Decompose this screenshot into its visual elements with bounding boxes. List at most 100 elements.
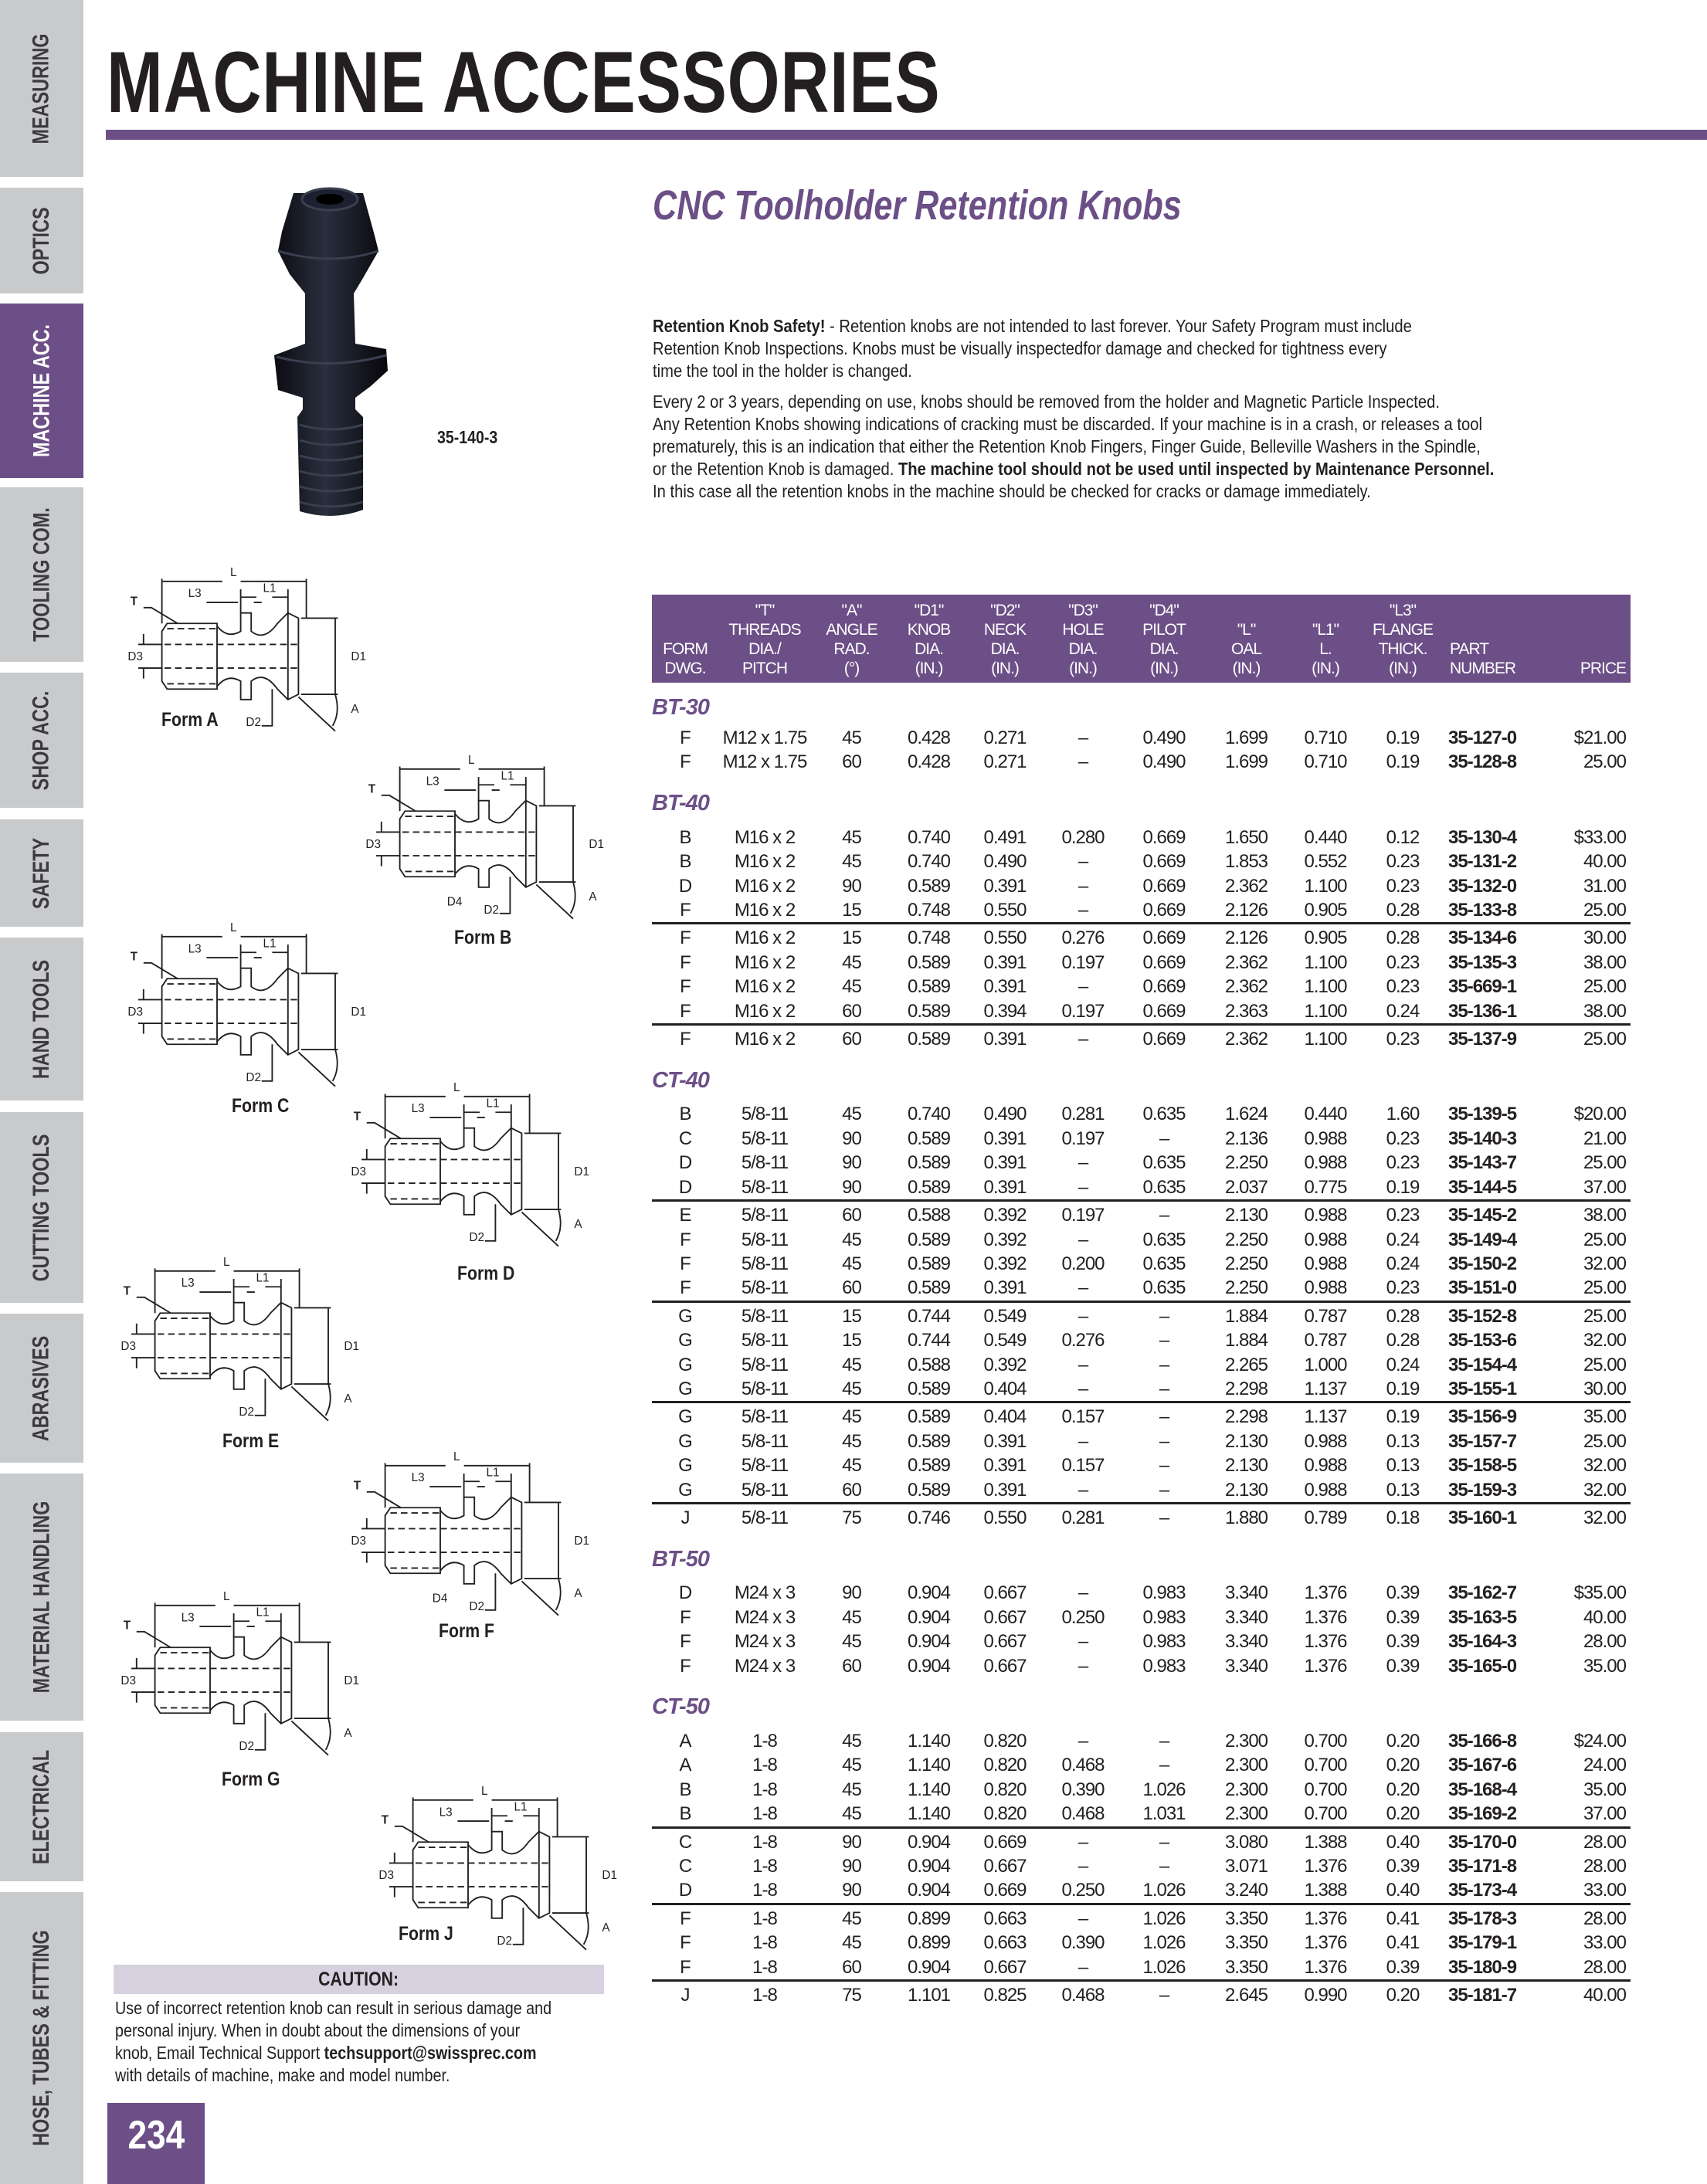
cell-d1: 0.904 <box>892 1826 965 1855</box>
dimension-label-d3: D3 <box>120 1674 136 1687</box>
cell-price: 37.00 <box>1583 1803 1627 1825</box>
cell-l3: 0.19 <box>1386 727 1420 748</box>
sidebar-tab-measuring[interactable]: MEASURING <box>0 0 83 177</box>
cell-d3: 0.197 <box>1061 1000 1105 1022</box>
cell-d1: 0.904 <box>907 1655 951 1677</box>
sidebar-tab-material-handling[interactable]: MATERIAL HANDLING <box>0 1474 83 1721</box>
cell-d2: 0.391 <box>983 1128 1027 1149</box>
cell-angle: 90 <box>842 1152 862 1174</box>
cell-d4: – <box>1122 1401 1206 1429</box>
cell-l: 3.071 <box>1224 1856 1268 1877</box>
cell-part: 35-153-6 <box>1448 1330 1517 1351</box>
header-line: FORM <box>663 640 708 658</box>
cell-angle: 45 <box>842 1606 862 1628</box>
cell-form: F <box>680 1000 691 1022</box>
sidebar-tab-shop-acc[interactable]: SHOP ACC. <box>0 673 83 808</box>
sidebar-tab-hand-tools[interactable]: HAND TOOLS <box>0 938 83 1100</box>
cell-d3: – <box>1077 1229 1088 1250</box>
cell-l1: 0.988 <box>1304 1277 1347 1299</box>
header-line: FLANGE <box>1372 621 1434 639</box>
cell-l: 2.363 <box>1224 1000 1268 1022</box>
dimension-label-l1: L1 <box>256 1271 270 1284</box>
cell-thread: 1-8 <box>718 1826 811 1855</box>
cell-l3: 0.39 <box>1386 1856 1420 1877</box>
cell-d2: 0.663 <box>965 1902 1044 1931</box>
cell-l3: 0.12 <box>1386 826 1420 848</box>
cell-d1: 0.904 <box>907 1606 951 1628</box>
cell-l3: 0.39 <box>1386 1655 1420 1677</box>
cell-l3: 0.40 <box>1365 1826 1441 1855</box>
cell-d3: – <box>1044 1300 1122 1329</box>
cell-part: 35-131-2 <box>1448 851 1517 873</box>
cell-d3: 0.200 <box>1061 1253 1105 1274</box>
header-line: NECK <box>983 621 1027 639</box>
cell-part: 35-135-3 <box>1448 951 1517 973</box>
form-label: Form F <box>439 1620 495 1642</box>
cell-angle: 45 <box>842 1378 862 1399</box>
support-email-link[interactable]: techsupport@swissprec.com <box>324 2043 537 2063</box>
header-line: "D1" <box>914 602 945 619</box>
cell-form: F <box>680 1655 691 1677</box>
sidebar-tab-electrical[interactable]: ELECTRICAL <box>0 1732 83 1881</box>
cell-d2: 0.667 <box>983 1956 1027 1978</box>
tab-label: SHOP ACC. <box>29 690 54 790</box>
cell-d1: 0.589 <box>907 1455 951 1477</box>
cell-price: 25.00 <box>1537 1300 1631 1329</box>
cell-thread: 1-8 <box>718 1979 811 2008</box>
sidebar-tab-machine-acc[interactable]: MACHINE ACC. <box>0 304 83 478</box>
sidebar-tab-optics[interactable]: OPTICS <box>0 188 83 293</box>
dimension-label-d3: D3 <box>127 1006 143 1019</box>
cell-l: 1.853 <box>1224 851 1268 873</box>
cell-d1: 0.589 <box>907 1128 951 1149</box>
cell-d2: 0.391 <box>983 1430 1027 1452</box>
cell-d4: 0.983 <box>1142 1631 1186 1653</box>
cell-price: 30.00 <box>1583 1378 1627 1399</box>
cell-angle: 60 <box>842 1000 862 1022</box>
section-heading: BT-40 <box>652 791 710 816</box>
sidebar-tab-abrasives[interactable]: ABRASIVES <box>0 1314 83 1463</box>
sidebar-tab-tooling-com[interactable]: TOOLING COM. <box>0 487 83 662</box>
cell-angle: 45 <box>842 951 862 973</box>
cell-l3: 0.23 <box>1365 1199 1441 1228</box>
cell-angle: 60 <box>842 1479 862 1501</box>
cell-d3: – <box>1077 1354 1088 1375</box>
dimension-label-l3: L3 <box>188 587 202 600</box>
cell-d1: 0.589 <box>892 1401 965 1429</box>
sidebar-tab-hose-tubes-fitting[interactable]: HOSE, TUBES & FITTING <box>0 1892 83 2184</box>
sidebar-tab-cutting-tools[interactable]: CUTTING TOOLS <box>0 1112 83 1303</box>
cell-l3: 0.20 <box>1386 1755 1420 1776</box>
cell-d4: 0.635 <box>1142 1176 1186 1198</box>
cell-price: $35.00 <box>1573 1582 1627 1604</box>
cell-d2: 0.490 <box>983 1104 1027 1125</box>
dimension-label-d1: D1 <box>602 1869 617 1882</box>
cell-d2: 0.669 <box>965 1826 1044 1855</box>
sidebar-tab-safety[interactable]: SAFETY <box>0 819 83 927</box>
cell-part: 35-166-8 <box>1448 1731 1517 1752</box>
cell-d4: 0.669 <box>1142 826 1186 848</box>
cell-d4: 0.669 <box>1142 851 1186 873</box>
cell-angle: 90 <box>842 1856 862 1877</box>
cell-price: 25.00 <box>1583 900 1627 921</box>
cell-d1: 0.589 <box>907 875 951 897</box>
cell-part: 35-669-1 <box>1448 976 1517 998</box>
cell-form: F <box>680 751 691 773</box>
text: Any Retention Knobs showing indications … <box>653 414 1482 434</box>
cell-l1: 1.137 <box>1286 1401 1365 1429</box>
dimension-label-t: T <box>131 950 138 963</box>
cell-l: 2.130 <box>1206 1199 1286 1228</box>
cell-d4: – <box>1122 1826 1206 1855</box>
dimension-label-d1: D1 <box>344 1340 359 1353</box>
cell-angle: 75 <box>811 1979 892 2008</box>
cell-part: 35-155-1 <box>1448 1378 1517 1399</box>
